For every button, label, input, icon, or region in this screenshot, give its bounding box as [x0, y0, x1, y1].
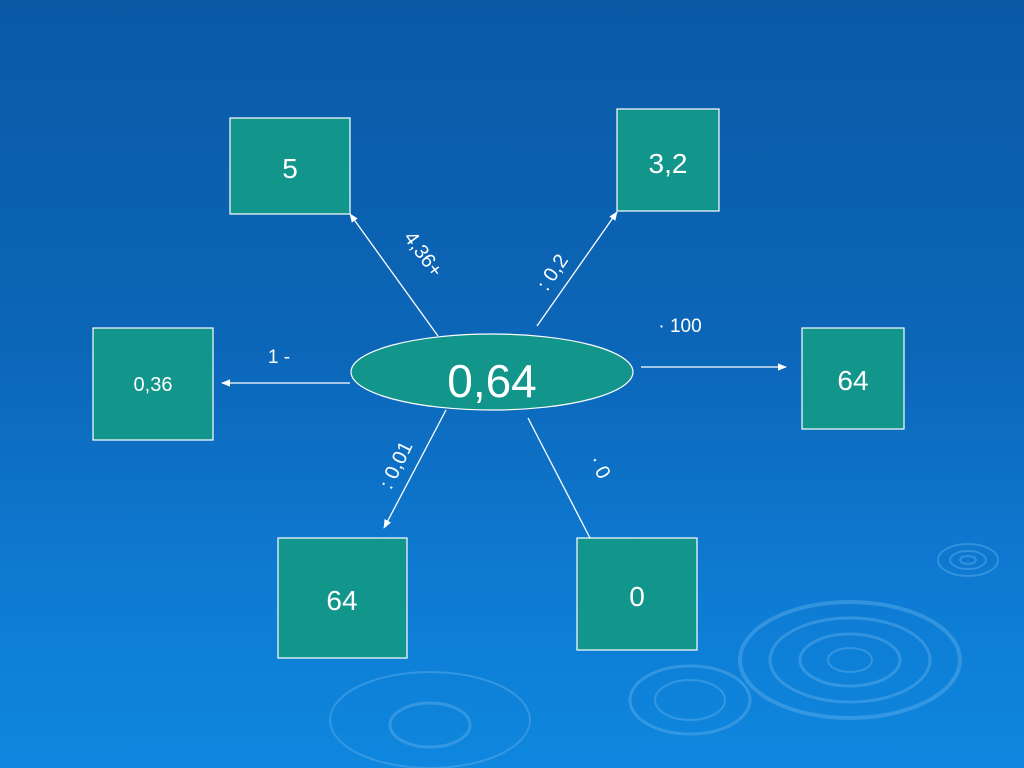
box-top-left-value: 5 [282, 153, 298, 184]
arrow-to-top-left [349, 213, 439, 337]
box-left: 0,36 [92, 327, 214, 441]
operation-label-divide-0-2: : 0,2 [533, 250, 573, 295]
operation-label-add: 4,36+ [399, 228, 447, 282]
operation-label-subtract-from-1: 1 - [268, 347, 290, 368]
box-bottom-left-value: 64 [326, 585, 357, 616]
box-right: 64 [801, 327, 905, 430]
center-value: 0,64 [447, 355, 537, 407]
line-to-bottom-right [527, 417, 591, 539]
box-top-left: 5 [229, 117, 351, 215]
arrow-to-top-right [536, 211, 618, 327]
ripple-decoration [329, 543, 999, 768]
box-bottom-right-value: 0 [629, 581, 645, 612]
operation-label-multiply-0: · 0 [584, 452, 614, 483]
arrow-to-bottom-left [383, 409, 447, 529]
center-node: 0,64 [350, 333, 634, 411]
operation-label-divide-0-01: : 0,01 [376, 438, 418, 493]
box-top-right-value: 3,2 [649, 148, 688, 179]
operation-label-multiply-100: · 100 [658, 316, 701, 337]
box-top-right: 3,2 [616, 108, 720, 212]
box-right-value: 64 [837, 365, 868, 396]
box-bottom-right: 0 [576, 537, 698, 651]
box-left-value: 0,36 [134, 374, 173, 396]
box-bottom-left: 64 [277, 537, 408, 659]
